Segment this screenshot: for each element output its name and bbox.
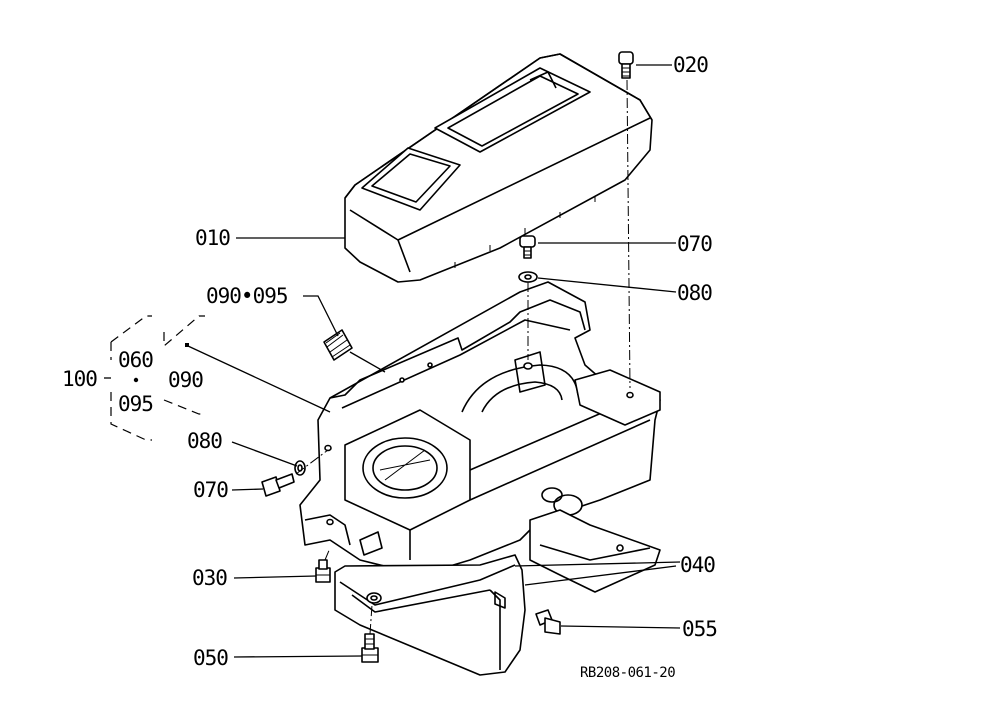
label-080-side: 080: [187, 429, 222, 453]
drawing-code: RB208-061-20: [580, 665, 675, 681]
label-040: 040: [680, 553, 715, 577]
leader-055: [560, 625, 681, 629]
marker-090-group: [185, 343, 189, 347]
leader-040-b: [524, 565, 677, 586]
label-070-side: 070: [193, 478, 228, 502]
label-010: 010: [195, 226, 230, 250]
leader-030: [233, 575, 317, 579]
centerline-020: [626, 79, 631, 389]
leader-090-095: [303, 295, 339, 337]
centerline-side: [295, 449, 329, 475]
leader-080-upper: [537, 277, 677, 293]
leader-070-side: [231, 488, 264, 491]
leader-090-group: [187, 345, 331, 413]
centerline-030: [324, 547, 331, 561]
label-080-upper: 080: [677, 281, 712, 305]
bolt-055: [535, 609, 561, 635]
upper-cover-010: [344, 53, 653, 283]
leader-gasket-to-bracket: [349, 351, 386, 373]
screw-020: [618, 51, 634, 79]
centerline-050: [369, 604, 373, 635]
main-bracket-frame: [299, 281, 661, 593]
label-060: 060: [118, 348, 153, 372]
washer-080-upper: [518, 271, 538, 283]
lower-cover-040: [334, 554, 526, 676]
label-090-095: 090•095: [206, 284, 288, 308]
label-055: 055: [682, 617, 717, 641]
label-050: 050: [193, 646, 228, 670]
assembly-bracket-100: [104, 315, 205, 441]
label-030: 030: [192, 566, 227, 590]
screw-070-upper: [519, 235, 536, 259]
leader-050: [233, 655, 363, 658]
bolt-030: [315, 559, 331, 583]
gasket-090-095: [323, 329, 353, 361]
bolt-050: [361, 633, 379, 663]
leader-080-side: [231, 441, 298, 467]
gasket-hatching: [325, 332, 351, 358]
leader-040: [514, 561, 681, 567]
label-095: 095: [118, 392, 153, 416]
screw-070-side: [261, 473, 295, 497]
label-020: 020: [673, 53, 708, 77]
label-090: 090: [168, 368, 203, 392]
washer-080-side: [294, 460, 306, 476]
washer-080-upper-hole: [524, 274, 532, 280]
label-100: 100: [62, 367, 97, 391]
label-070-upper: 070: [677, 232, 712, 256]
